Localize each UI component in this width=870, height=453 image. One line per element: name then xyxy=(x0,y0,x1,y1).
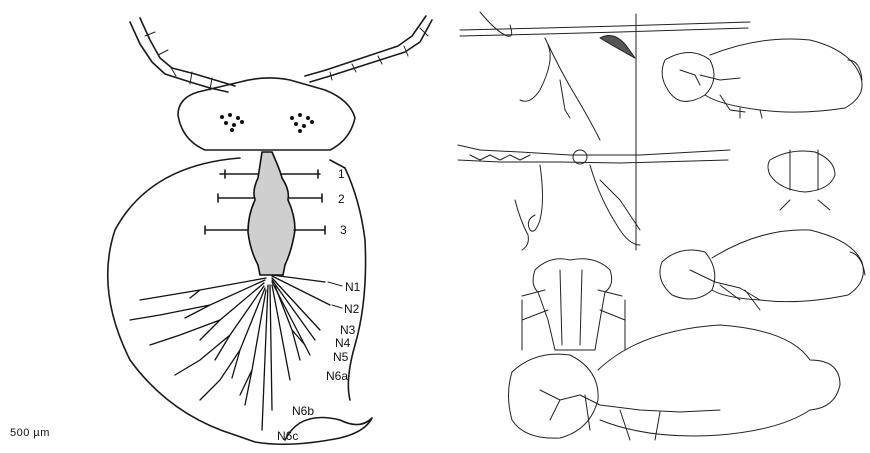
nerve-label-n4: N4 xyxy=(335,337,350,349)
nerve-label-n2: N2 xyxy=(344,303,359,315)
ganglion-label-3: 3 xyxy=(340,224,347,236)
nerve-label-n6b: N6b xyxy=(292,405,314,417)
nerve-cord xyxy=(248,152,295,275)
ganglion-label-1: 1 xyxy=(338,168,345,180)
nerve-label-n6c: N6c xyxy=(277,430,298,442)
head-capsule xyxy=(178,78,355,150)
right-panel-drawings xyxy=(458,12,865,440)
scale-bar-label: 500 µm xyxy=(10,428,50,439)
nerve-label-n3: N3 xyxy=(340,324,355,336)
body-outline xyxy=(108,158,372,444)
ocelli-right xyxy=(290,113,314,133)
nerve-label-n1: N1 xyxy=(345,281,360,293)
nerve-label-n5: N5 xyxy=(333,351,348,363)
right-antenna xyxy=(305,16,432,82)
nerve-label-n6a: N6a xyxy=(326,370,348,382)
ocelli-left xyxy=(220,113,244,132)
label-leaders xyxy=(328,282,342,308)
ganglion-label-2: 2 xyxy=(338,193,345,205)
left-antenna xyxy=(130,18,235,92)
